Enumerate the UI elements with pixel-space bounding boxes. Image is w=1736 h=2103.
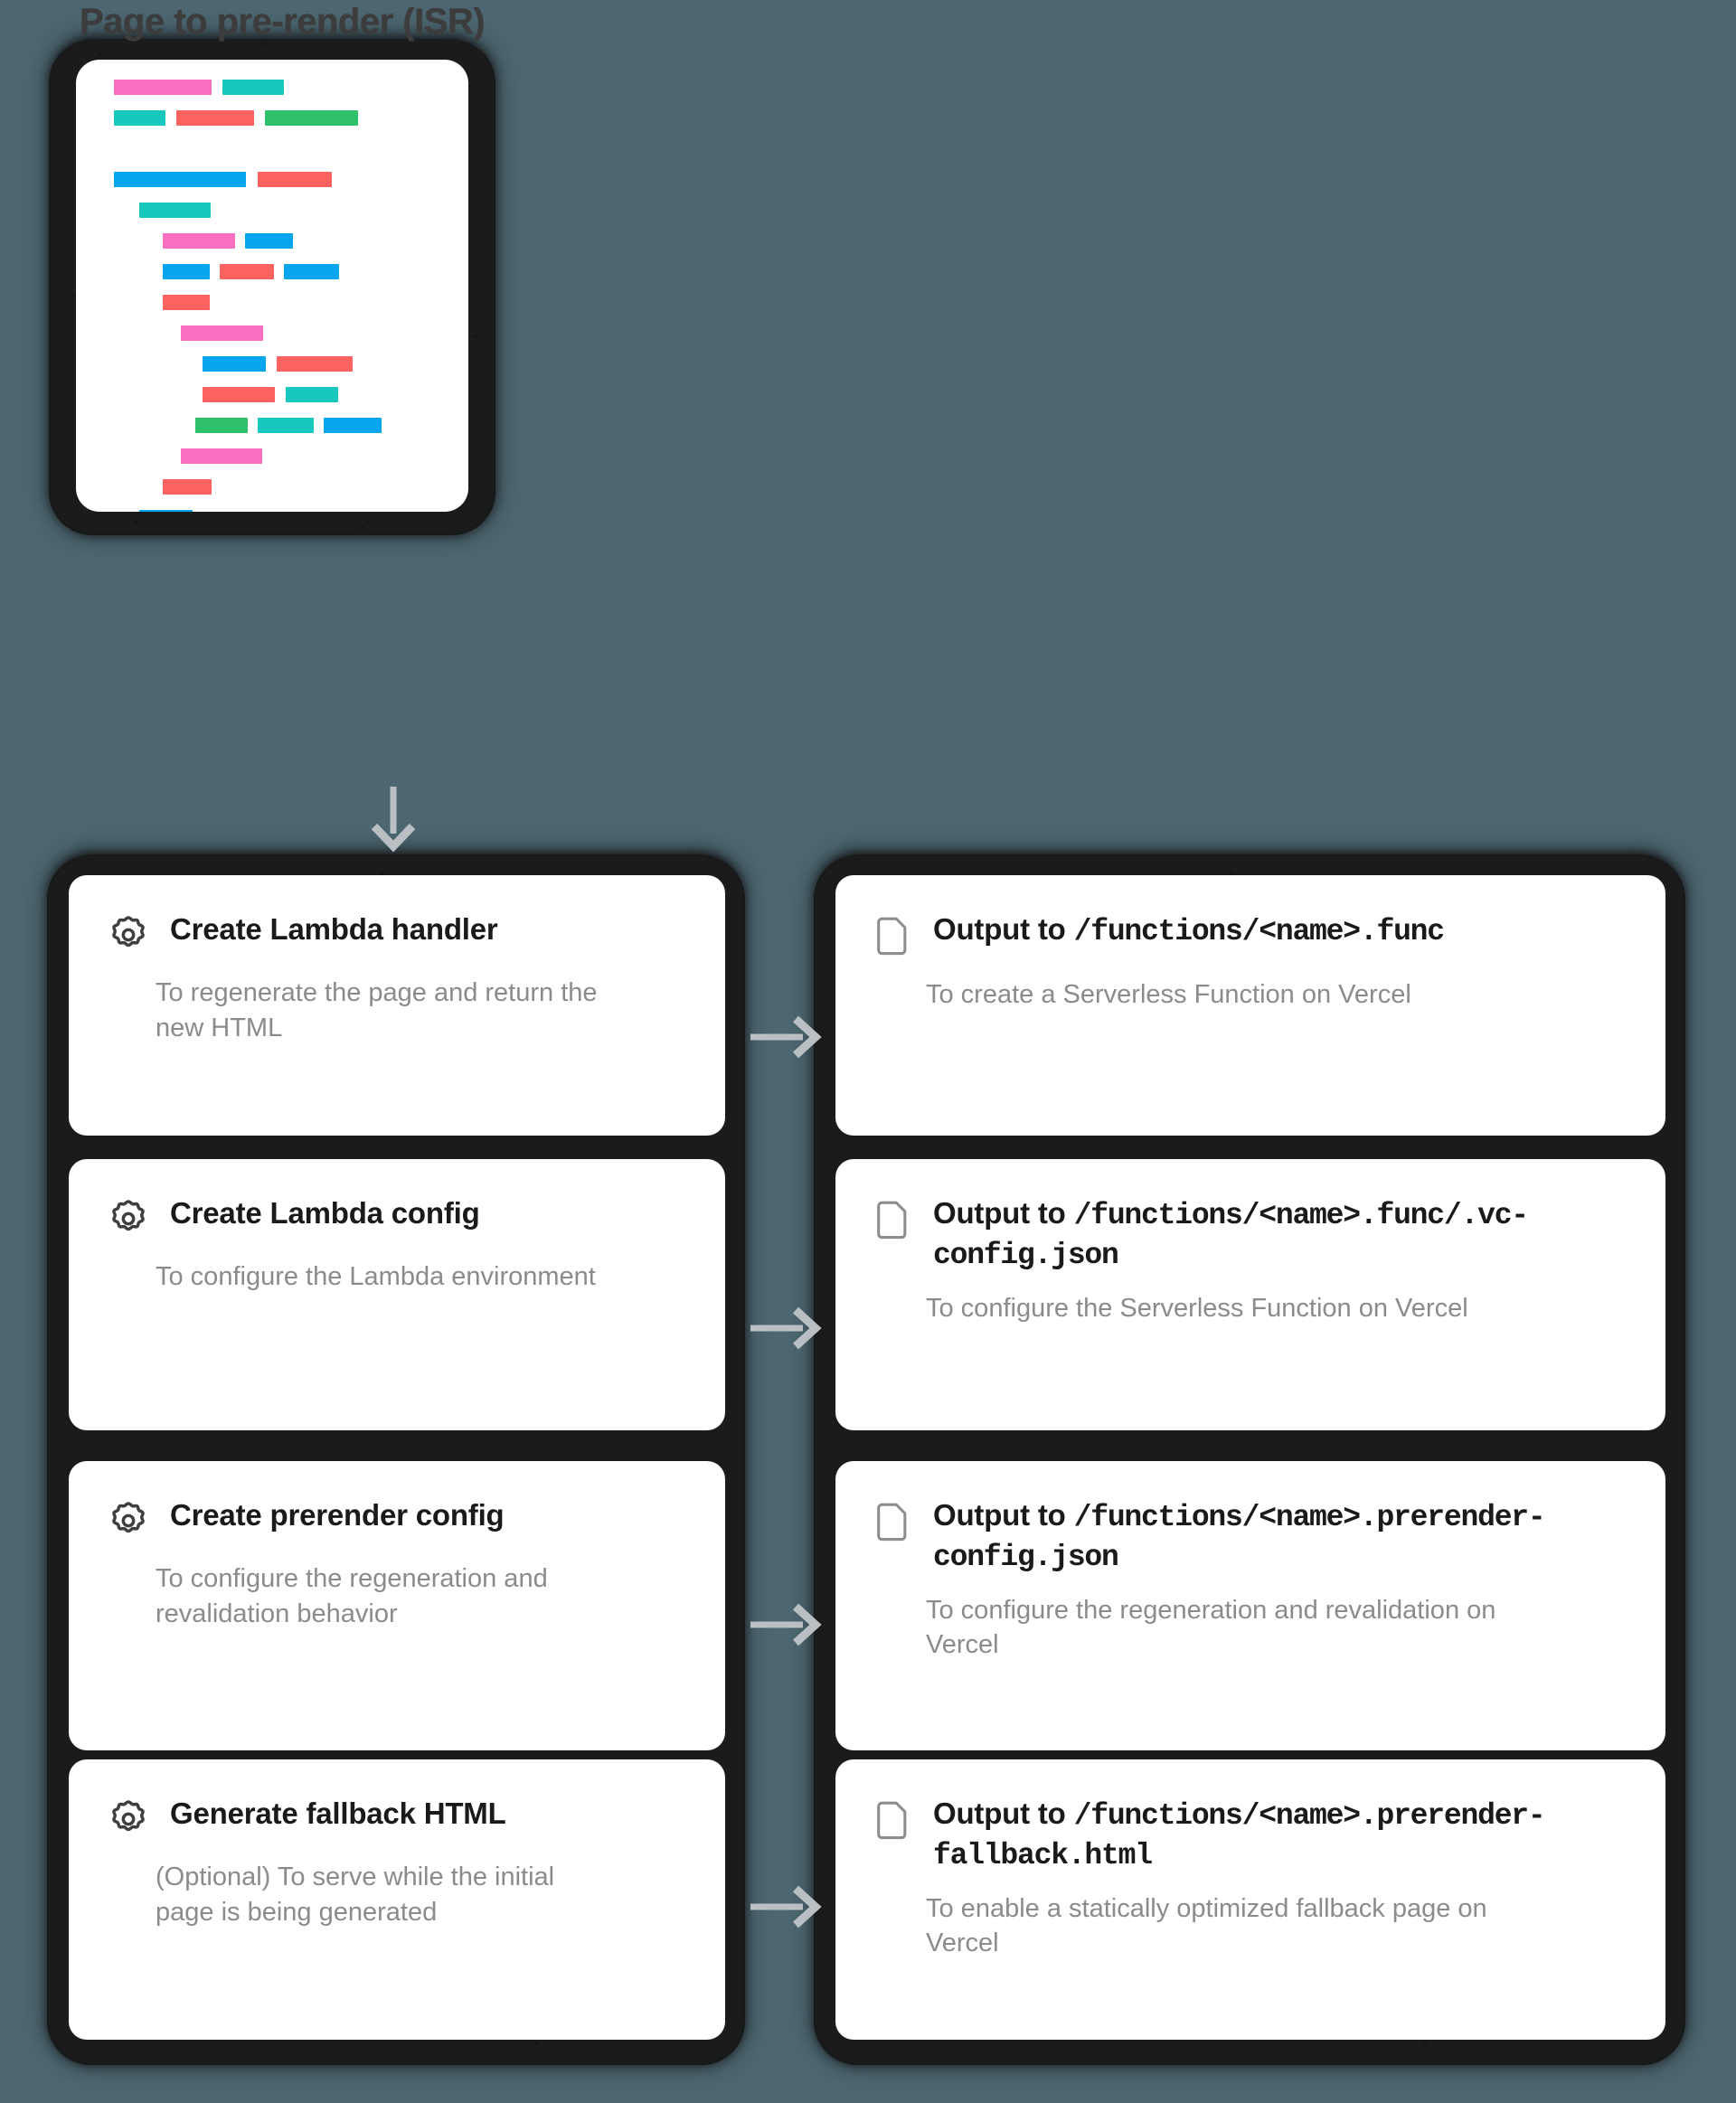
card-description: To create a Serverless Function on Verce… [926,980,1411,1009]
code-line [139,510,193,512]
code-token [203,356,266,372]
card-description: To configure the regeneration and revali… [156,1564,548,1628]
build-step-card[interactable]: Create prerender config To configure the… [69,1461,725,1750]
code-token [286,387,338,402]
step-to-output-arrow-3 [750,1603,822,1646]
page-title: Page to pre-render (ISR) [80,2,486,42]
file-icon [877,1201,907,1240]
card-description: To enable a statically optimized fallbac… [926,1893,1487,1958]
file-icon [877,1503,907,1542]
code-token [139,203,211,218]
gear-icon [108,1199,148,1243]
code-token [284,264,339,279]
code-token [163,233,235,249]
card-header: Output to /functions/<name>.func/.vc-con… [875,1195,1626,1275]
code-line [114,172,332,187]
code-line [114,110,358,126]
code-token [163,295,210,310]
step-to-output-arrow-1 [750,1015,822,1059]
code-token [222,80,284,95]
card-title: Create Lambda config [170,1196,480,1230]
card-title: Output to /functions/<name>.prerender-fa… [933,1797,1546,1872]
card-header: Create Lambda config [108,1195,685,1243]
code-token [181,448,262,464]
gear-icon [112,1502,145,1533]
code-line [163,479,212,495]
file-icon [875,1501,911,1547]
card-description: To configure the regeneration and revali… [926,1595,1496,1660]
card-description: To configure the Serverless Function on … [926,1293,1468,1323]
card-description: To configure the Lambda environment [156,1262,596,1291]
code-lines [76,60,468,512]
card-title: Output to /functions/<name>.func/.vc-con… [933,1196,1529,1272]
build-output-card[interactable]: Output to /functions/<name>.func/.vc-con… [835,1159,1665,1430]
code-token [277,356,353,372]
code-line [203,387,338,402]
code-token [258,172,332,187]
code-token [195,418,248,433]
card-description: (Optional) To serve while the initial pa… [156,1863,555,1927]
card-title: Create Lambda handler [170,912,498,946]
gear-icon [112,1200,145,1231]
code-line [195,418,382,433]
build-step-card[interactable]: Generate fallback HTML (Optional) To ser… [69,1759,725,2040]
code-token [220,264,274,279]
code-token [139,510,193,512]
gear-icon [112,916,145,948]
code-token [114,80,212,95]
card-title: Generate fallback HTML [170,1797,506,1830]
code-token [114,110,165,126]
file-icon [875,915,911,961]
card-header: Create Lambda handler [108,911,685,959]
file-icon [877,917,907,956]
code-token [258,418,314,433]
card-title: Output to /functions/<name>.func [933,912,1445,948]
page-to-steps-arrow [371,787,416,853]
code-line [114,80,284,95]
code-token [203,387,275,402]
code-line [163,295,210,310]
card-header: Create prerender config [108,1497,685,1545]
code-token [176,110,254,126]
build-step-card[interactable]: Create Lambda config To configure the La… [69,1159,725,1430]
card-header: Output to /functions/<name>.prerender-fa… [875,1796,1626,1875]
build-output-card[interactable]: Output to /functions/<name>.prerender-co… [835,1461,1665,1750]
code-token [245,233,293,249]
code-token [163,479,212,495]
card-header: Generate fallback HTML [108,1796,685,1844]
file-icon [875,1199,911,1245]
card-description: To regenerate the page and return the ne… [156,978,598,1042]
code-token [163,264,210,279]
build-output-card[interactable]: Output to /functions/<name>.prerender-fa… [835,1759,1665,2040]
code-line [203,356,353,372]
code-line [181,325,263,341]
gear-icon [108,1799,148,1844]
step-to-output-arrow-2 [750,1306,822,1350]
step-to-output-arrow-4 [750,1885,822,1929]
card-title: Output to /functions/<name>.prerender-co… [933,1498,1546,1574]
code-token [114,172,246,187]
code-line [163,264,339,279]
code-token [181,325,263,341]
card-header: Output to /functions/<name>.func [875,911,1626,961]
file-icon [877,1801,907,1840]
gear-icon [108,1501,148,1545]
code-line [139,203,211,218]
card-header: Output to /functions/<name>.prerender-co… [875,1497,1626,1577]
code-token [324,418,382,433]
gear-icon [112,1800,145,1832]
build-output-card[interactable]: Output to /functions/<name>.func To crea… [835,875,1665,1136]
page-mock-sheet [76,60,468,512]
code-line [163,233,293,249]
build-step-card[interactable]: Create Lambda handler To regenerate the … [69,875,725,1136]
code-token [265,110,358,126]
file-icon [875,1799,911,1845]
code-line [181,448,262,464]
card-title: Create prerender config [170,1498,505,1532]
gear-icon [108,915,148,959]
